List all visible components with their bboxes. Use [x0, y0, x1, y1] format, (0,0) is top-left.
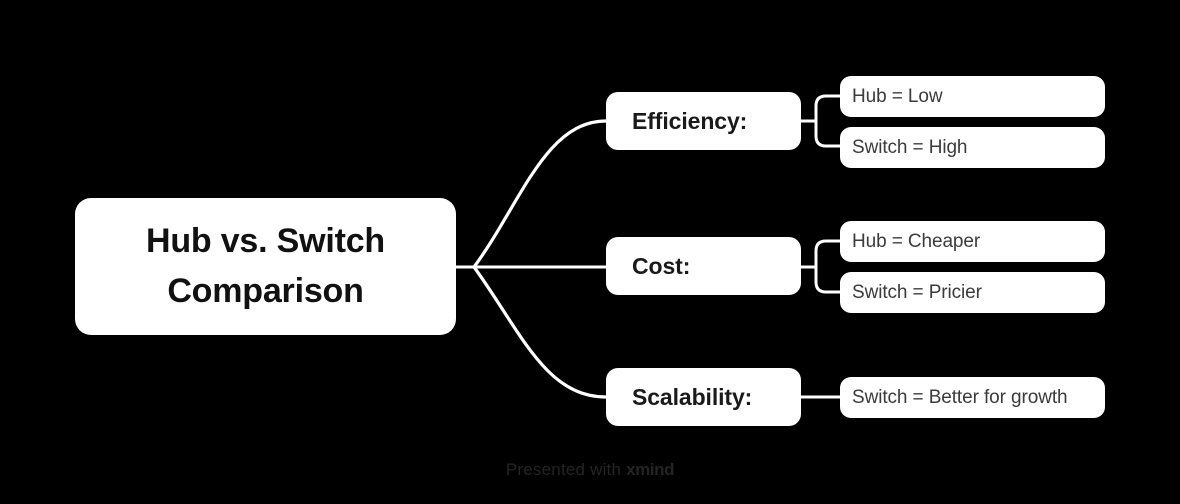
leaf-node-switch-pricier[interactable]: Switch = Pricier	[840, 272, 1105, 313]
leaf-label-switch-pricier: Switch = Pricier	[852, 281, 982, 303]
leaf-node-switch-high[interactable]: Switch = High	[840, 127, 1105, 168]
root-node[interactable]: Hub vs. Switch Comparison	[75, 198, 456, 335]
leaf-label-switch-growth: Switch = Better for growth	[852, 386, 1068, 408]
branch-node-cost[interactable]: Cost:	[606, 237, 801, 295]
root-node-line2: Comparison	[167, 271, 364, 310]
branch-node-efficiency[interactable]: Efficiency:	[606, 92, 801, 150]
root-node-line1: Hub vs. Switch	[145, 222, 386, 261]
footer-attribution: Presented with xmind	[0, 460, 1180, 480]
root-node-label: Hub vs. Switch Comparison	[146, 217, 385, 316]
branch-label-scalability: Scalability:	[632, 383, 753, 410]
xmind-brand-label: xmind	[626, 460, 675, 479]
leaf-node-hub-low[interactable]: Hub = Low	[840, 76, 1105, 117]
leaf-node-hub-cheaper[interactable]: Hub = Cheaper	[840, 221, 1105, 262]
branch-label-efficiency: Efficiency:	[632, 107, 748, 134]
connector-root-to-efficiency	[472, 119, 608, 269]
connector-root-to-scalability	[472, 265, 608, 399]
connector-cost-bracket	[814, 239, 842, 294]
leaf-label-switch-high: Switch = High	[852, 136, 968, 158]
branch-node-scalability[interactable]: Scalability:	[606, 368, 801, 426]
connector-efficiency-bracket	[814, 94, 842, 148]
leaf-label-hub-cheaper: Hub = Cheaper	[852, 230, 981, 252]
footer-prefix: Presented with	[505, 460, 627, 479]
leaf-label-hub-low: Hub = Low	[852, 85, 943, 107]
leaf-node-switch-growth[interactable]: Switch = Better for growth	[840, 377, 1105, 418]
branch-label-cost: Cost:	[632, 252, 691, 279]
